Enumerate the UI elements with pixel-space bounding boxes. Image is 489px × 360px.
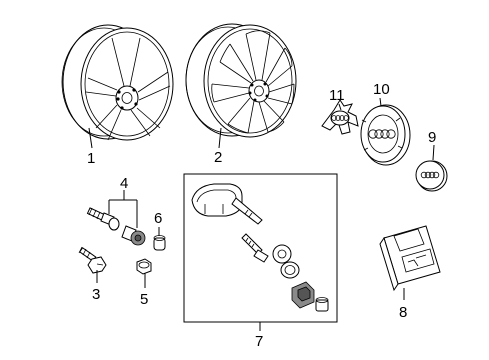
callout-8: 8	[399, 304, 407, 321]
callout-4: 4	[120, 175, 128, 192]
center-cap-rings-icon	[360, 104, 411, 166]
tpms-sensor-icon	[191, 183, 263, 225]
callout-3: 3	[92, 286, 100, 303]
callout-11: 11	[329, 87, 345, 104]
bolt-cap-icon	[153, 235, 166, 251]
callout-9: 9	[428, 129, 436, 146]
wheel-2-icon	[185, 23, 297, 138]
valve-nut-icon	[291, 281, 315, 309]
leader-lines	[88, 97, 435, 331]
wheel-1-icon	[61, 24, 174, 141]
sensor-box-icon	[379, 225, 441, 292]
grommet-icon	[280, 261, 300, 279]
callout-2: 2	[214, 149, 222, 166]
valve-cap-icon	[315, 297, 329, 312]
center-cap-icon	[415, 160, 448, 192]
callout-7: 7	[255, 333, 263, 350]
callout-5: 5	[140, 291, 148, 308]
callout-1: 1	[87, 150, 95, 167]
locking-bolt-icon	[86, 207, 120, 231]
callout-labels: 1 2 3 4 5 6 7 8 9 10 11	[87, 81, 436, 350]
wheel-bolt-icon	[78, 246, 107, 274]
lock-key-icon	[121, 225, 146, 246]
callout-10: 10	[373, 81, 390, 98]
washer-icon	[272, 244, 292, 264]
lock-nut-icon	[136, 258, 152, 275]
spider-cap-icon	[321, 99, 359, 135]
callout-6: 6	[154, 210, 162, 227]
valve-stem-icon	[241, 233, 269, 263]
